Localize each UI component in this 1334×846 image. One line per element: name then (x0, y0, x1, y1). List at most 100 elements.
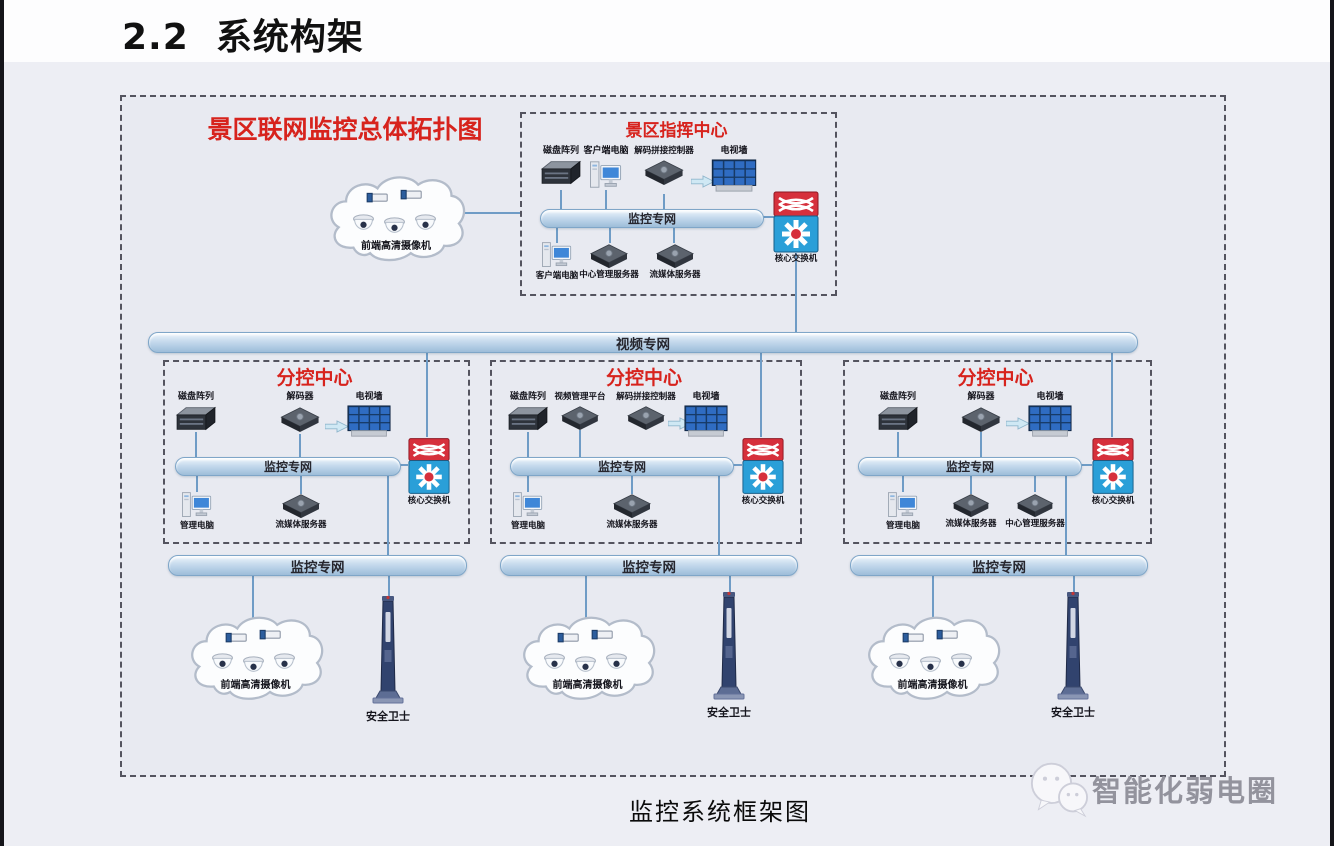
frontend-camera-cloud: 前端高清摄像机 (860, 610, 1005, 710)
figure-caption: 监控系统框架图 (629, 798, 811, 826)
device-client-pc: 客户端电脑 (576, 146, 636, 191)
frontend-camera-cloud: 前端高清摄像机 (183, 610, 328, 710)
core-switch-icon (1092, 437, 1134, 495)
sub-center-3-box (843, 360, 1152, 544)
right-edge-bar (1330, 0, 1334, 846)
bullet-camera-icon (557, 631, 581, 644)
dome-camera-icon (273, 653, 296, 670)
wechat-icon (1026, 760, 1092, 818)
device-label: 电视墙 (1036, 392, 1064, 402)
device-central-mgmt-server: 中心管理服务器 (574, 242, 644, 280)
connector-line (196, 474, 198, 492)
guard-tower-icon (366, 594, 410, 706)
connector-line (527, 432, 529, 458)
left-edge-bar (0, 0, 4, 846)
connector-line (1034, 474, 1036, 492)
connector-line (388, 574, 390, 602)
video-network-bus: 视频专网 (148, 332, 1138, 353)
client-pc-icon (887, 490, 919, 520)
device-mgmt-pc: 管理电脑 (500, 490, 556, 531)
connector-line (195, 432, 197, 458)
sub-center-1-title: 分控中心 (276, 367, 353, 389)
guard-tower-label: 安全卫士 (366, 710, 410, 723)
cloud-label: 前端高清摄像机 (220, 680, 291, 691)
connector-line (299, 434, 301, 458)
connector-line (426, 351, 428, 437)
device-label: 解码拼接控制器 (616, 392, 676, 402)
device-mgmt-pc: 管理电脑 (875, 490, 931, 531)
security-guard-tower: 安全卫士 (707, 590, 751, 720)
connector-line (462, 212, 520, 214)
device-label: 核心交换机 (1091, 496, 1135, 506)
cloud-label: 前端高清摄像机 (897, 680, 968, 691)
server-icon (606, 492, 658, 519)
dome-camera-icon (919, 656, 942, 673)
device-label: 中心管理服务器 (1005, 519, 1065, 529)
connector-line (673, 226, 675, 243)
connector-line (252, 574, 254, 622)
security-guard-tower: 安全卫士 (366, 594, 410, 724)
device-label: 磁盘阵列 (542, 146, 579, 156)
dome-camera-icon (574, 656, 597, 673)
decoder-icon (621, 404, 671, 431)
connector-line (397, 464, 408, 466)
device-label: 流媒体服务器 (945, 519, 997, 529)
connector-line (1073, 574, 1075, 598)
dome-camera-icon (605, 653, 628, 670)
device-stream-server: 流媒体服务器 (600, 492, 664, 530)
command-center-title: 景区指挥中心 (625, 121, 728, 141)
decoder-icon (955, 405, 1007, 433)
cloud-label: 前端高清摄像机 (552, 680, 623, 691)
device-tv-wall: 电视墙 (681, 392, 731, 438)
dome-camera-icon (383, 217, 406, 234)
bullet-camera-icon (936, 628, 960, 641)
device-label: 解码器 (967, 392, 995, 402)
guard-tower-label: 安全卫士 (1051, 706, 1095, 719)
server-icon (946, 492, 996, 518)
frontend-camera-cloud: 前端高清摄像机 (322, 170, 470, 270)
device-decoder-controller: 解码拼接控制器 (627, 146, 701, 186)
client-pc-icon (541, 240, 573, 270)
device-label: 电视墙 (355, 392, 383, 402)
disk-array-icon (174, 405, 218, 432)
device-tv-wall: 电视墙 (702, 146, 766, 193)
device-label: 中心管理服务器 (579, 270, 639, 280)
connector-line (897, 432, 899, 458)
client-pc-icon (181, 490, 213, 520)
device-label: 客户端电脑 (535, 271, 579, 281)
device-label: 解码器 (286, 392, 314, 402)
device-mgmt-pc: 管理电脑 (169, 490, 225, 531)
server-icon (1010, 492, 1060, 518)
disk-array-icon (506, 405, 550, 432)
device-label: 管理电脑 (179, 521, 214, 531)
device-video-platform: 视频管理平台 (549, 392, 611, 431)
bullet-camera-icon (400, 188, 424, 201)
guard-tower-label: 安全卫士 (707, 706, 751, 719)
server-icon (583, 242, 635, 269)
connector-line (729, 574, 731, 598)
dome-camera-icon (950, 653, 973, 670)
device-label: 流媒体服务器 (275, 520, 327, 530)
server-icon (275, 492, 327, 519)
sub-center-1-bus: 监控专网 (175, 457, 401, 476)
command-center-bus: 监控专网 (540, 209, 764, 228)
device-disk-array: 磁盘阵列 (166, 392, 226, 432)
device-core-switch: 核心交换机 (773, 191, 819, 264)
device-tv-wall: 电视墙 (1025, 392, 1075, 438)
device-label: 解码拼接控制器 (634, 146, 694, 156)
device-label: 核心交换机 (741, 496, 785, 506)
device-core-switch: 核心交换机 (406, 437, 452, 506)
device-label: 核心交换机 (774, 254, 818, 264)
tv-wall-icon (347, 405, 391, 438)
branch-3-bus: 监控专网 (850, 555, 1148, 576)
dome-camera-icon (543, 653, 566, 670)
bullet-camera-icon (259, 628, 283, 641)
dome-camera-icon (242, 656, 265, 673)
device-disk-array: 磁盘阵列 (531, 146, 591, 186)
connector-line (730, 464, 742, 466)
device-decoder-controller: 解码拼接控制器 (612, 392, 680, 431)
branch-1-bus: 监控专网 (168, 555, 467, 576)
device-label: 磁盘阵列 (879, 392, 916, 402)
connector-line (609, 226, 611, 243)
